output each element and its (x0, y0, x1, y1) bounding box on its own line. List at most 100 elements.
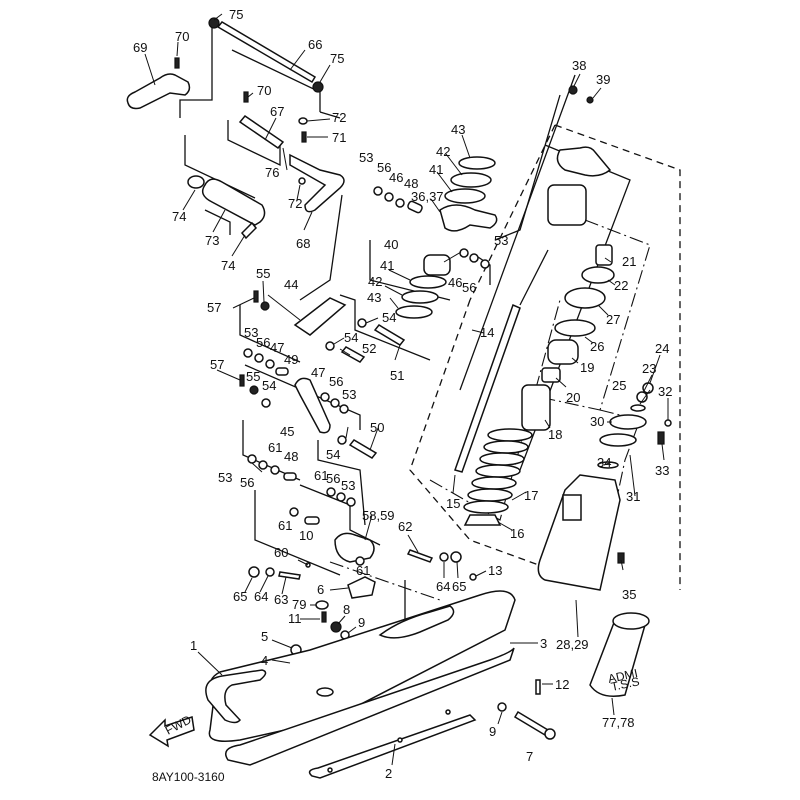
part-label: 38 (572, 58, 586, 73)
part-label: 39 (596, 72, 610, 87)
part-label: 61 (314, 468, 328, 483)
runner-stud (445, 709, 451, 715)
part-label: 61 (278, 518, 292, 533)
washer-47-a (265, 359, 275, 369)
part-label: 72 (288, 196, 302, 211)
part-label: 25 (612, 378, 626, 393)
nut-65-a (248, 566, 260, 578)
washer-61-c (289, 507, 299, 517)
part-label: 2 (385, 766, 392, 781)
part-label: 1 (190, 638, 197, 653)
part-label: 71 (332, 130, 346, 145)
part-label: 50 (370, 420, 384, 435)
washer-54-a (357, 318, 367, 328)
part-label: 62 (398, 519, 412, 534)
part-label: 43 (451, 122, 465, 137)
cover-top-rim (612, 612, 650, 630)
stopper-20 (541, 367, 561, 383)
bolt-51 (373, 324, 406, 346)
washer-75-bottom (312, 81, 324, 93)
part-label: 55 (256, 266, 270, 281)
part-label: 65 (233, 589, 247, 604)
arm-45 (294, 377, 331, 434)
part-label: 47 (270, 340, 284, 355)
part-labels: 75 69 70 66 75 70 67 72 71 76 72 74 73 7… (133, 7, 672, 781)
part-label: 54 (326, 447, 340, 462)
part-label: 44 (284, 277, 298, 292)
part-label: 6 (317, 582, 324, 597)
ring-42-top (450, 172, 492, 188)
part-label: 18 (548, 427, 562, 442)
nut-55-a (260, 301, 270, 311)
part-label: 40 (384, 237, 398, 252)
part-label: 60 (274, 545, 288, 560)
plate-30 (609, 414, 647, 430)
pin-57-a (253, 290, 259, 303)
cover-marking-1: ADMI (607, 666, 639, 686)
part-label: 69 (133, 40, 147, 55)
part-label: 41 (429, 162, 443, 177)
part-label: 56 (377, 160, 391, 175)
part-label: 47 (311, 365, 325, 380)
part-label: 42 (436, 144, 450, 159)
washer-34 (597, 461, 619, 469)
part-label: 61 (356, 563, 370, 578)
washer-13 (469, 573, 477, 581)
washer-9-b (497, 702, 507, 712)
ski-bottom (225, 647, 515, 766)
part-label: 49 (284, 352, 298, 367)
bracket-31 (599, 433, 637, 447)
part-label: 48 (284, 449, 298, 464)
part-label: 23 (642, 361, 656, 376)
bracket-36-37 (439, 204, 498, 232)
collar-22 (581, 266, 615, 284)
part-label: 46 (448, 275, 462, 290)
arm-69 (126, 73, 191, 110)
part-label: 31 (626, 489, 640, 504)
collar-48-b (283, 472, 297, 481)
damper-bracket (562, 494, 582, 521)
washer-56-e (258, 460, 268, 470)
catalog-code: 8AY100-3160 (152, 770, 225, 784)
part-label: 64 (436, 579, 450, 594)
part-label: 16 (510, 526, 524, 541)
part-label: 53 (218, 470, 232, 485)
nut-55-b (249, 385, 259, 395)
part-label: 9 (358, 615, 365, 630)
ski-runner-2 (308, 714, 477, 779)
washer-53-d (339, 404, 349, 414)
pin-11 (321, 611, 327, 623)
parts (126, 17, 672, 779)
cap-79 (315, 600, 329, 610)
part-label: 17 (524, 488, 538, 503)
washer-54-b (325, 341, 335, 351)
part-label: 70 (257, 83, 271, 98)
ring-26 (554, 319, 596, 337)
nut-65-b (450, 551, 462, 563)
fwd-arrow-icon (148, 716, 195, 748)
shock-upper-housing (547, 184, 587, 226)
pin-70-top (174, 57, 180, 69)
washer-72-top (298, 117, 308, 125)
part-label: 4 (261, 653, 268, 668)
part-label: 30 (590, 414, 604, 429)
spring-seat-16 (463, 514, 502, 526)
washer-61-b (326, 487, 336, 497)
bump-rubber-18 (521, 384, 551, 431)
part-label: 54 (262, 378, 276, 393)
nut-38 (568, 85, 578, 95)
part-label: 43 (367, 290, 381, 305)
part-label: 79 (292, 597, 306, 612)
part-label: 27 (606, 312, 620, 327)
washer-54-c (261, 398, 271, 408)
washer-56-a (384, 192, 394, 202)
part-label: 32 (658, 384, 672, 399)
part-label: 7 (526, 749, 533, 764)
part-label: 58,59 (362, 508, 395, 523)
bracket-58-59 (334, 532, 375, 563)
part-label: 34 (597, 455, 611, 470)
spring-33 (657, 431, 665, 445)
part-label: 33 (655, 463, 669, 478)
damper-body-28-29 (537, 474, 621, 591)
part-label: 42 (368, 274, 382, 289)
